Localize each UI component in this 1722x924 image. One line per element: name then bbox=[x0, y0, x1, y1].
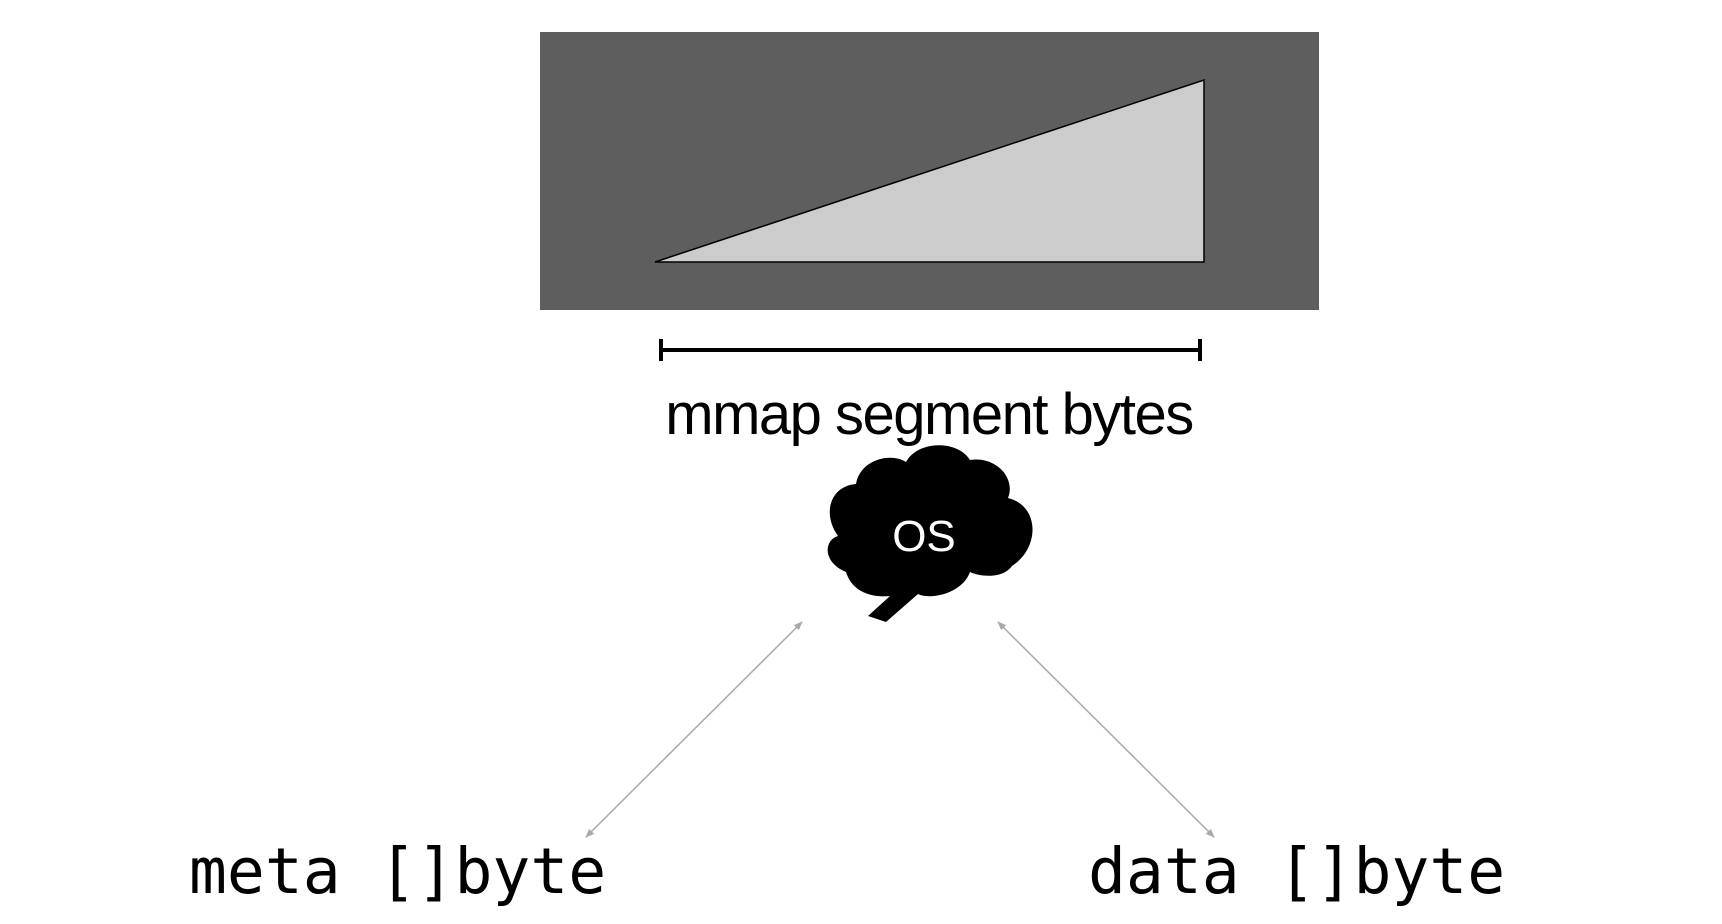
os-label: OS bbox=[892, 512, 956, 561]
brain-icon: OS bbox=[827, 445, 1033, 622]
arrow-meta-to-os bbox=[585, 621, 803, 838]
data-buffer-label: data []byte bbox=[1088, 835, 1505, 908]
segment-caption: mmap segment bytes bbox=[665, 382, 1192, 447]
meta-buffer-label: meta []byte bbox=[189, 835, 606, 908]
segment-size-bracket bbox=[659, 339, 1202, 361]
segment-fill-wedge bbox=[654, 78, 1205, 263]
arrow-data-to-os bbox=[997, 621, 1215, 838]
